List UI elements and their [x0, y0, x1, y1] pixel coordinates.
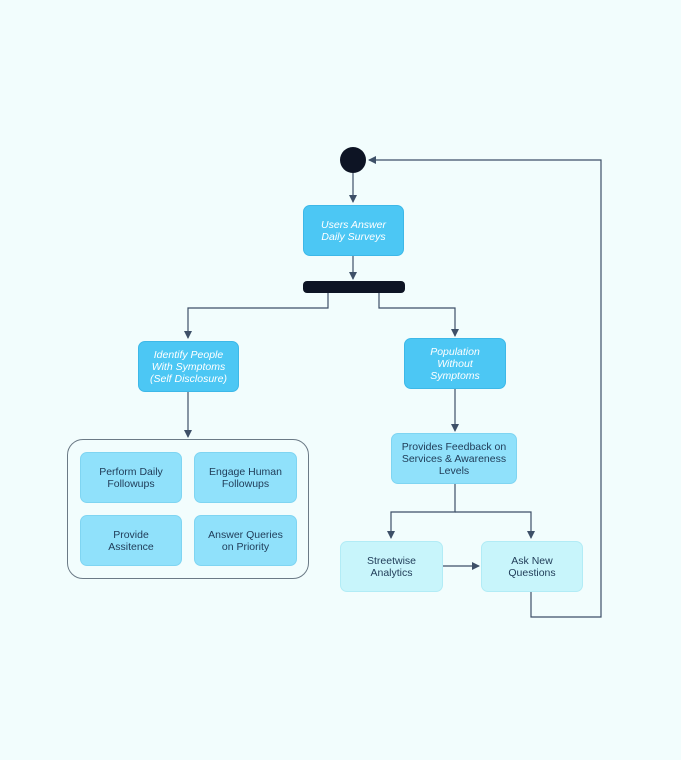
node-perform-daily-followups[interactable]: Perform Daily Followups [80, 452, 182, 503]
node-label: Provides Feedback on Services & Awarenes… [401, 440, 507, 477]
node-engage-human-followups[interactable]: Engage Human Followups [194, 452, 297, 503]
node-population-without-symptoms[interactable]: Population Without Symptoms [404, 338, 506, 389]
start-node [340, 147, 366, 173]
node-answer-queries-on-priority[interactable]: Answer Queries on Priority [194, 515, 297, 566]
node-provide-assitence[interactable]: Provide Assitence [80, 515, 182, 566]
node-users-answer-daily-surveys[interactable]: Users Answer Daily Surveys [303, 205, 404, 256]
node-label: Identify People With Symptoms (Self Disc… [149, 348, 228, 385]
node-streetwise-analytics[interactable]: Streetwise Analytics [340, 541, 443, 592]
edge-feedback-to-streetwise [387, 484, 456, 539]
node-label: Population Without Symptoms [430, 345, 480, 382]
node-label: Answer Queries on Priority [208, 528, 283, 553]
node-label: Provide Assitence [108, 528, 154, 553]
edge-feedback-to-ask-new [455, 511, 535, 539]
node-ask-new-questions[interactable]: Ask New Questions [481, 541, 583, 592]
fork-bar [303, 281, 405, 293]
node-identify-people-with-symptoms[interactable]: Identify People With Symptoms (Self Disc… [138, 341, 239, 392]
node-label: Ask New Questions [508, 554, 556, 579]
node-label: Streetwise Analytics [366, 554, 417, 579]
edge-ask-new-loop-to-start [368, 156, 602, 618]
node-provides-feedback[interactable]: Provides Feedback on Services & Awarenes… [391, 433, 517, 484]
edge-fork-to-identify-people [184, 292, 329, 339]
node-label: Users Answer Daily Surveys [321, 218, 386, 243]
node-label: Engage Human Followups [209, 465, 282, 490]
node-label: Perform Daily Followups [99, 465, 163, 490]
edge-fork-to-population-without [378, 292, 459, 337]
followup-actions-group [67, 439, 309, 579]
